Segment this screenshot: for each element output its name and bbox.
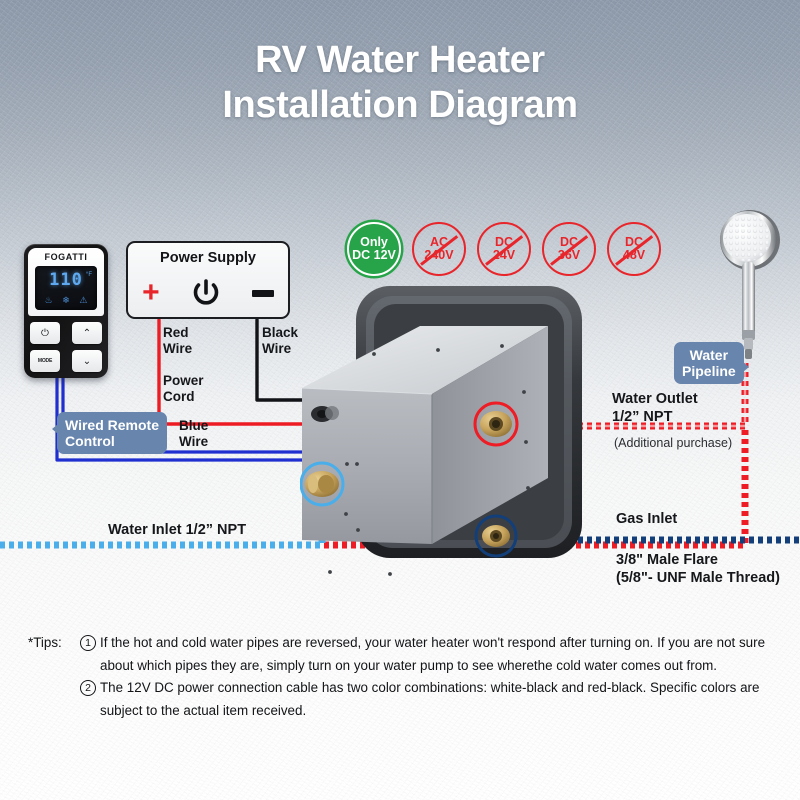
water-heater-unit	[300, 286, 582, 576]
power-supply-box: Power Supply +	[126, 241, 290, 319]
label-black-wire: Black Wire	[262, 325, 299, 356]
title-line-2: Installation Diagram	[222, 84, 578, 126]
label-blue-wire: Blue Wire	[179, 418, 209, 449]
temp-up-button[interactable]: ⌃	[72, 322, 102, 344]
wired-remote-control[interactable]: FOGATTI 110 °F ♨ ❄ ⚠ ⏻ ⌃ MODE ⌄	[24, 244, 108, 378]
electrical-connector	[311, 406, 339, 422]
voltage-line-2: 36V	[557, 248, 581, 262]
heater-front-face	[302, 388, 432, 544]
power-supply-terminals: +	[128, 275, 288, 311]
label-water-outlet: Water Outlet 1/2” NPT	[612, 391, 698, 425]
label-power-cord: Power Cord	[163, 373, 204, 404]
voltage-badge-dc36: DC 36V	[542, 222, 596, 276]
snowflake-icon: ❄	[62, 295, 70, 305]
heater-top-face	[302, 326, 548, 394]
tips-section: *Tips: 1 If the hot and cold water pipes…	[28, 632, 776, 722]
voltage-line-1: Only	[360, 235, 388, 249]
tips-heading: *Tips:	[28, 635, 62, 650]
positive-terminal: +	[142, 276, 160, 309]
badge-wired-remote-control: Wired Remote Control	[51, 412, 168, 454]
label-additional-purchase: (Additional purchase)	[614, 436, 733, 450]
remote-lcd-display: 110 °F ♨ ❄ ⚠	[35, 266, 97, 310]
voltage-badge-dc24: DC 24V	[477, 222, 531, 276]
mode-button[interactable]: MODE	[30, 350, 60, 372]
tip-text: If the hot and cold water pipes are reve…	[100, 635, 766, 673]
power-supply-title: Power Supply	[160, 250, 256, 266]
label-water-inlet: Water Inlet 1/2” NPT	[108, 522, 247, 538]
voltage-compatibility-row: Only DC 12V AC 240V DC 24V DC 36V DC 48V	[347, 222, 661, 276]
voltage-line-2: 48V	[622, 248, 646, 262]
page-title: RV Water Heater Installation Diagram	[0, 38, 800, 128]
shower-head	[720, 210, 780, 359]
heater-screws	[328, 344, 530, 576]
gas-inlet-port	[474, 514, 518, 558]
voltage-badge-ac240: AC 240V	[412, 222, 466, 276]
voltage-badge-dc48: DC 48V	[607, 222, 661, 276]
label-gas-inlet: Gas Inlet	[616, 511, 678, 527]
temp-down-button[interactable]: ⌄	[72, 350, 102, 372]
water-outlet-port	[473, 401, 519, 447]
voltage-badge-allowed: Only DC 12V	[347, 222, 401, 276]
tip-number: 2	[80, 680, 96, 696]
title-line-1: RV Water Heater	[255, 39, 545, 81]
water-inlet-port	[300, 461, 345, 507]
label-red-wire: Red Wire	[163, 325, 193, 356]
label-gas-thread: 3/8" Male Flare (5/8"- UNF Male Thread)	[616, 552, 780, 586]
heat-icon: ♨	[44, 295, 53, 305]
tip-number: 1	[80, 635, 96, 651]
voltage-line-2: DC 12V	[352, 248, 396, 262]
lcd-temperature-unit: °F	[85, 272, 92, 278]
voltage-line-2: 24V	[492, 248, 516, 262]
tip-item-2: 2 The 12V DC power connection cable has …	[28, 677, 776, 722]
tip-item-1: 1 If the hot and cold water pipes are re…	[28, 632, 776, 677]
negative-terminal	[251, 289, 274, 297]
lcd-temperature-value: 110	[49, 270, 83, 290]
power-icon	[193, 279, 219, 305]
voltage-line-2: 240V	[424, 248, 454, 262]
power-button[interactable]: ⏻	[30, 322, 60, 344]
remote-keypad: ⏻ ⌃ MODE ⌄	[30, 322, 102, 372]
brand-logo: FOGATTI	[44, 252, 88, 262]
remote-face-panel: FOGATTI 110 °F ♨ ❄ ⚠	[28, 248, 104, 316]
lcd-mode-icons: ♨ ❄ ⚠	[35, 296, 97, 305]
badge-water-pipeline: Water Pipeline	[674, 342, 749, 384]
alert-icon: ⚠	[79, 295, 88, 305]
tip-text: The 12V DC power connection cable has tw…	[100, 680, 760, 718]
